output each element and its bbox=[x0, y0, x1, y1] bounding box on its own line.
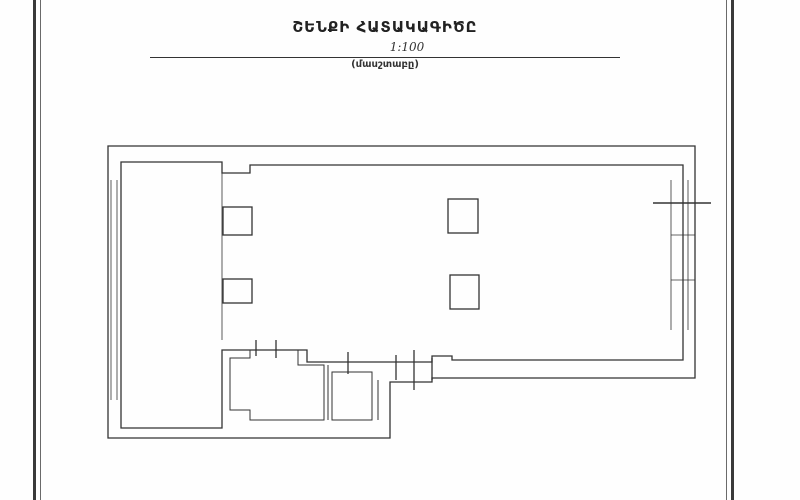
column bbox=[222, 278, 253, 304]
inner-wall bbox=[120, 161, 684, 429]
scale-value: 1:100 bbox=[389, 40, 425, 54]
frame-border-right bbox=[731, 0, 734, 500]
frame-inner-border-left bbox=[40, 0, 41, 500]
document-title: ՇԵՆՔԻ ՀԱՏԱԿԱԳԻԾԸ bbox=[292, 18, 478, 36]
room-small-left bbox=[229, 349, 325, 421]
scale-caption: (մասշտաբը) bbox=[351, 59, 419, 70]
scale-underline bbox=[150, 57, 620, 58]
column bbox=[449, 274, 480, 310]
column bbox=[447, 198, 479, 234]
frame-border-left bbox=[33, 0, 36, 500]
room-small-right bbox=[331, 371, 373, 421]
column bbox=[222, 206, 253, 236]
frame-inner-border-right bbox=[726, 0, 727, 500]
outer-wall bbox=[107, 145, 696, 439]
